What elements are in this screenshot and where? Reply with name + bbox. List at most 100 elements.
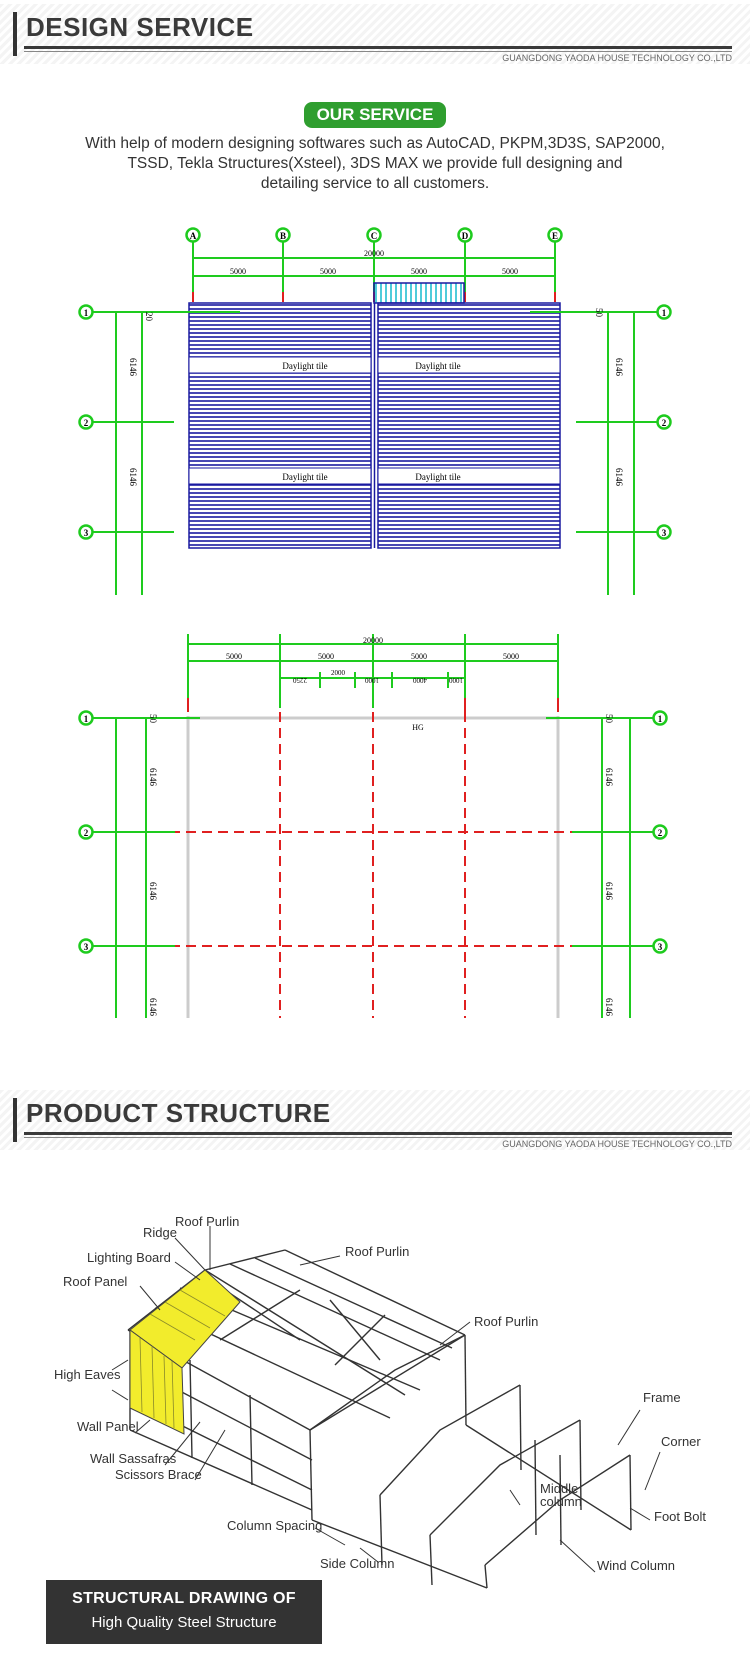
bay-dimension: 6146 <box>128 358 138 377</box>
span-dimension: 5000 <box>502 267 518 276</box>
section-header-design: DESIGN SERVICE GUANGDONG YAODA HOUSE TEC… <box>0 4 750 64</box>
header-accent-bar <box>13 12 17 56</box>
steel-structure-illustration: Roof Purlin Ridge Roof Purlin Lighting B… <box>54 1214 706 1589</box>
span-dimension: 5000 <box>503 652 519 661</box>
leader-lines <box>111 1226 661 1573</box>
total-dimension: 20000 <box>363 636 383 645</box>
label-column-spacing: Column Spacing <box>227 1518 322 1533</box>
svg-text:D: D <box>462 231 469 241</box>
bay-dimension: 6146 <box>614 468 624 487</box>
sub-dimension: 2250 <box>293 676 308 684</box>
label-frame: Frame <box>643 1390 681 1405</box>
ridge-skylight <box>373 282 465 304</box>
row-label: 1 <box>84 714 89 724</box>
edge-dimension: 50 <box>148 714 158 724</box>
total-dimension: 20000 <box>364 249 384 258</box>
label-side-column: Side Column <box>320 1556 394 1571</box>
section-title: DESIGN SERVICE <box>26 12 254 42</box>
daylight-tile-label: Daylight tile <box>282 361 327 371</box>
daylight-tile-label: Daylight tile <box>282 472 327 482</box>
company-name: GUANGDONG YAODA HOUSE TECHNOLOGY CO.,LTD <box>502 53 732 63</box>
svg-text:C: C <box>371 231 378 241</box>
bay-dimension: 6146 <box>148 882 158 901</box>
label-roof-purlin: Roof Purlin <box>175 1214 239 1229</box>
header-stripes <box>0 4 750 64</box>
bay-dimension: 6146 <box>604 998 614 1017</box>
bay-dimension: 6146 <box>128 468 138 487</box>
panel-ribs <box>139 1289 226 1429</box>
span-dimension: 5000 <box>226 652 242 661</box>
label-high-eaves: High Eaves <box>54 1367 121 1382</box>
label-roof-panel: Roof Panel <box>63 1274 127 1289</box>
caption-box: STRUCTURAL DRAWING OF High Quality Steel… <box>46 1580 322 1644</box>
row-label: 1 <box>658 714 663 724</box>
axis-bubbles-top: A B C D E <box>185 227 563 243</box>
section-title: PRODUCT STRUCTURE <box>26 1098 331 1128</box>
svg-text:E: E <box>552 231 558 241</box>
row-label: 2 <box>662 418 667 428</box>
span-dimension: 5000 <box>320 267 336 276</box>
row-bubbles: 1 2 3 1 2 3 <box>78 710 668 954</box>
company-name: GUANGDONG YAODA HOUSE TECHNOLOGY CO.,LTD <box>502 1139 732 1149</box>
service-description: With help of modern designing softwares … <box>60 134 690 194</box>
edge-dimension: 20 <box>144 312 154 322</box>
header-rule <box>24 1132 732 1135</box>
header-rule-thin <box>24 51 732 52</box>
header-rule-thin <box>24 1137 732 1138</box>
header-rule <box>24 46 732 49</box>
service-line: TSSD, Tekla Structures(Xsteel), 3DS MAX … <box>127 155 623 172</box>
axis-bubble: B <box>275 227 291 243</box>
svg-text:B: B <box>280 231 286 241</box>
label-wind-column: Wind Column <box>597 1558 675 1573</box>
row-bubbles: 1 2 3 1 2 3 <box>78 304 672 540</box>
row-label: 3 <box>84 942 89 952</box>
left-dimension-lines <box>90 717 200 1018</box>
ridge-mark: HG <box>412 723 424 732</box>
axis-bubble: A <box>185 227 201 243</box>
label-middle: Middle <box>540 1481 578 1496</box>
roof-panel-right <box>377 302 561 549</box>
label-ridge: Ridge <box>143 1225 177 1240</box>
daylight-tiles <box>188 356 561 485</box>
row-label: 3 <box>658 942 663 952</box>
column-ticks <box>187 698 559 712</box>
edge-dimension: 50 <box>604 714 614 724</box>
label-wall-panel: Wall Panel <box>77 1419 139 1434</box>
right-dimension-lines <box>530 311 660 595</box>
red-grid-lines <box>170 712 576 1018</box>
service-line: detailing service to all customers. <box>260 175 490 192</box>
roof-plan-drawing: A B C D E 20000 5000 5000 5000 5000 Dayl… <box>78 227 672 595</box>
label-foot-bolt: Foot Bolt <box>654 1509 706 1524</box>
sub-dimension: 4000 <box>413 676 428 684</box>
bay-dimension: 6146 <box>148 998 158 1017</box>
section-header-structure: PRODUCT STRUCTURE GUANGDONG YAODA HOUSE … <box>0 1090 750 1150</box>
axis-bubble: E <box>547 227 563 243</box>
dimension-lines <box>192 242 556 298</box>
daylight-tile-label: Daylight tile <box>415 472 460 482</box>
span-dimension: 5000 <box>411 652 427 661</box>
bay-dimension: 6146 <box>614 358 624 377</box>
label-corner: Corner <box>661 1434 701 1449</box>
row-label: 2 <box>84 418 89 428</box>
label-column: column <box>540 1494 582 1509</box>
daylight-tile-label: Daylight tile <box>415 361 460 371</box>
structure-labels: Roof Purlin Ridge Roof Purlin Lighting B… <box>54 1214 706 1573</box>
span-dimension: 5000 <box>230 267 246 276</box>
roof-panel-left <box>188 302 372 549</box>
top-dimension-lines <box>187 634 559 708</box>
row-label: 1 <box>84 308 89 318</box>
column-plan-drawing: 20000 5000 5000 5000 5000 2250 2000 1000… <box>78 634 668 1018</box>
caption-line1: STRUCTURAL DRAWING OF <box>72 1590 296 1607</box>
our-service-badge: OUR SERVICE <box>304 102 446 128</box>
row-label: 3 <box>84 528 89 538</box>
svg-text:A: A <box>190 231 197 241</box>
bay-dimension: 6146 <box>604 768 614 787</box>
yellow-wall-panel <box>129 1329 185 1435</box>
label-roof-purlin: Roof Purlin <box>345 1244 409 1259</box>
row-label: 2 <box>658 828 663 838</box>
sub-dimension: 2000 <box>331 669 346 677</box>
edge-dimension: 50 <box>594 308 604 318</box>
axis-bubble: C <box>366 227 382 243</box>
label-wall-sassafras: Wall Sassafras <box>90 1451 177 1466</box>
header-accent-bar <box>13 1098 17 1142</box>
